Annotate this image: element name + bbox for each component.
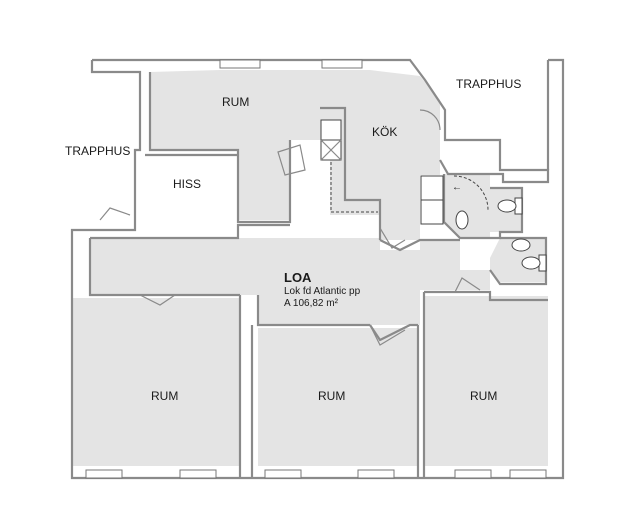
window-bottom-2 bbox=[179, 469, 217, 479]
window-bottom-5 bbox=[454, 469, 492, 479]
window-top-1 bbox=[219, 59, 261, 69]
labels: RUM KÖK TRAPPHUS TRAPPHUS HISS LOA Lok f… bbox=[65, 77, 521, 403]
window-top-2 bbox=[321, 59, 363, 69]
wall-wc bbox=[489, 236, 548, 286]
door-bath-swing bbox=[453, 175, 489, 211]
cabinet-1 bbox=[420, 175, 444, 201]
wall-center-room-top bbox=[369, 323, 418, 342]
wall-bath bbox=[442, 174, 524, 240]
label-loa: LOA bbox=[284, 270, 312, 285]
stove bbox=[320, 119, 342, 141]
loa-fill bbox=[90, 238, 490, 325]
window-bottom-4 bbox=[357, 469, 395, 479]
label-loa-area: A 106,82 m² bbox=[284, 298, 339, 309]
kitchen-side-fill bbox=[380, 100, 440, 230]
label-rum-top: RUM bbox=[222, 95, 249, 109]
label-hiss: HISS bbox=[173, 177, 201, 191]
room-center-fill bbox=[258, 328, 418, 466]
label-loa-desc: Lok fd Atlantic pp bbox=[284, 286, 361, 297]
room-left-fill bbox=[72, 298, 240, 466]
wall-right-outer bbox=[238, 58, 565, 480]
label-trapphus-right: TRAPPHUS bbox=[456, 77, 521, 91]
arrow-icon: ← bbox=[452, 182, 462, 193]
door-kitchen-bottom bbox=[379, 227, 406, 249]
small-stair bbox=[277, 144, 306, 176]
wc-fill bbox=[490, 238, 546, 282]
window-bottom-3 bbox=[264, 469, 302, 479]
label-rum-right: RUM bbox=[470, 389, 497, 403]
room-top-fill bbox=[150, 70, 440, 240]
wall-top-left bbox=[70, 60, 238, 480]
label-kok: KÖK bbox=[372, 125, 397, 139]
door-kitchen bbox=[419, 109, 441, 131]
kitchen-fixtures bbox=[277, 119, 444, 225]
walls bbox=[70, 58, 565, 480]
wall-loa-left bbox=[88, 238, 240, 297]
label-rum-center: RUM bbox=[318, 389, 345, 403]
label-rum-left: RUM bbox=[151, 389, 178, 403]
wall-loa-bottom bbox=[256, 295, 370, 327]
doors bbox=[99, 109, 489, 346]
window-bottom-1 bbox=[85, 469, 123, 479]
toilet-bath-bowl bbox=[497, 199, 517, 213]
windows bbox=[85, 59, 547, 479]
door-corridor-left bbox=[99, 207, 131, 221]
counter-line bbox=[330, 162, 378, 213]
window-bottom-6 bbox=[509, 469, 547, 479]
toilet-wc-bowl bbox=[521, 256, 541, 270]
door-right bbox=[454, 277, 481, 293]
bath-fixtures: ← bbox=[452, 182, 547, 272]
wall-kitchen-counter bbox=[320, 106, 382, 240]
sink-bath bbox=[455, 210, 469, 230]
wall-room-top-inner bbox=[148, 72, 292, 224]
sink-wc bbox=[511, 238, 531, 252]
door-rooms-left bbox=[139, 294, 176, 306]
room-right-fill bbox=[424, 296, 548, 466]
room-fills bbox=[72, 70, 548, 466]
wall-top bbox=[92, 58, 550, 184]
door-center bbox=[369, 324, 406, 346]
label-trapphus-left: TRAPPHUS bbox=[65, 144, 130, 158]
wall-room-right-top bbox=[424, 290, 548, 302]
fridge-x2 bbox=[320, 139, 342, 161]
cabinet-2 bbox=[420, 199, 444, 225]
wall-corridor-top bbox=[90, 223, 290, 240]
